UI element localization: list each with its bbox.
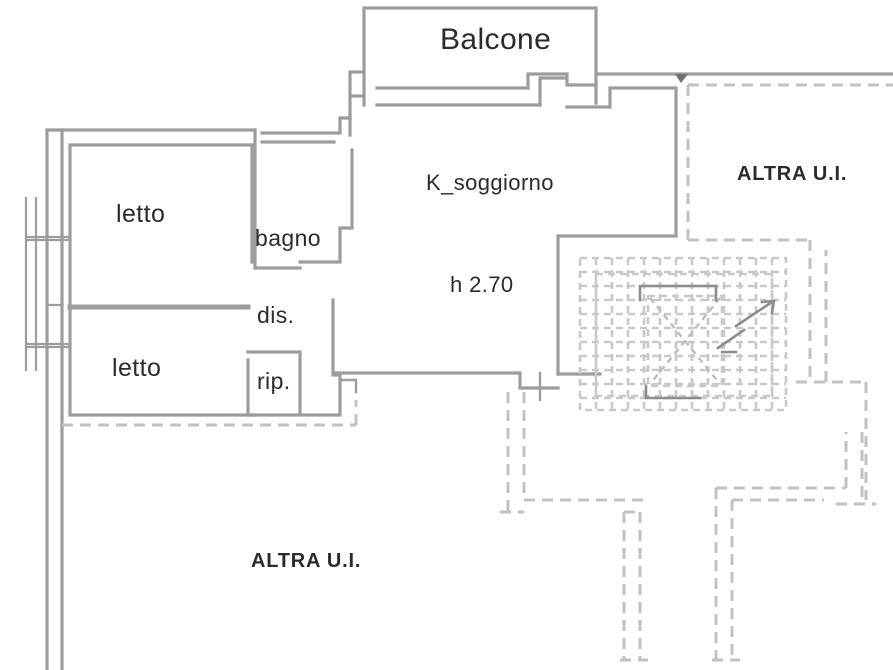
annotation-altra-ui-bottom: ALTRA U.I. [251,550,362,572]
stair-flight-outline [594,272,774,398]
stair-arrow-tail [716,328,746,350]
bedroom-block-outline [68,143,257,417]
stair-rail-bottom [644,384,702,400]
stair-treads-v [594,258,774,410]
stair-rail-left [638,284,718,302]
neighbour-boundary-lines [62,83,893,662]
annotation-altra-ui-right: ALTRA U.I. [737,163,848,185]
solid-walls [24,6,893,670]
wall-direction-marker [675,74,688,83]
lift-shaft [646,294,724,388]
soggiorno-top-wall [538,76,567,107]
soggiorno-right-step [565,86,612,109]
corridor-wall [331,298,560,390]
stairwell-block [578,256,788,412]
stair-accents [638,284,776,400]
room-label-bagno: bagno [255,225,321,251]
balcony-outline [362,6,598,107]
ceiling-height-note: h 2.70 [450,272,514,297]
soggiorno-lower-right-wall [556,234,678,376]
room-label-letto-bottom: letto [112,354,162,382]
balcony-bottom-edge [375,86,542,107]
room-label-rip: rip. [257,368,291,394]
lift-cross [649,297,721,385]
rip-walls [246,350,342,417]
balcony-right-junction [526,72,598,90]
room-label-balcone: Balcone [440,23,552,56]
stairwell-outline [578,256,788,412]
soggiorno-right-upper-wall [608,86,678,238]
room-label-k-soggiorno: K_soggiorno [426,170,554,195]
stair-arrow [734,299,776,328]
balcony-left-return [348,70,366,137]
room-label-letto-top: letto [116,200,166,228]
room-label-dis: dis. [257,302,295,328]
corridor-step [338,378,358,394]
bagno-walls [250,116,354,270]
left-window-detail [24,196,72,372]
